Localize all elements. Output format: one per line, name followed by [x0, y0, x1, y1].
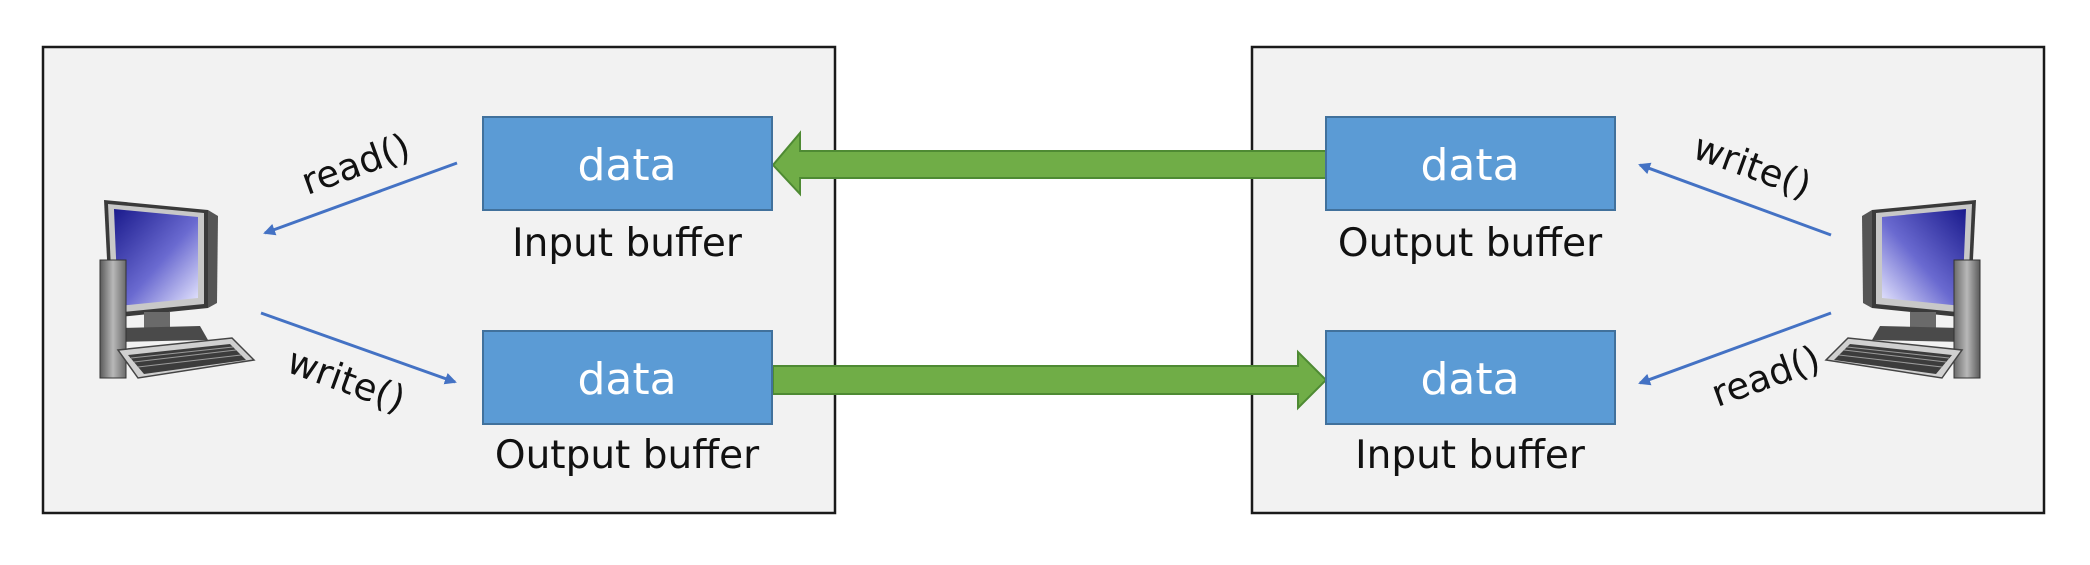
left-input-buffer-data: data — [577, 140, 676, 191]
right-output-buffer-caption: Output buffer — [1338, 221, 1603, 266]
left-input-buffer-caption: Input buffer — [512, 221, 743, 266]
right-input-buffer-caption: Input buffer — [1355, 433, 1586, 478]
left-output-buffer — [482, 330, 773, 425]
pipe-arrow-right-to-left — [771, 130, 1327, 197]
left-output-buffer-data: data — [577, 354, 676, 405]
left-write-arrow — [260, 311, 457, 385]
pipe-arrow-left-to-right — [772, 349, 1328, 411]
left-input-buffer — [482, 116, 773, 211]
right-output-buffer — [1325, 116, 1616, 211]
right-write-arrow — [1638, 162, 1832, 237]
left-output-buffer-caption: Output buffer — [495, 433, 760, 478]
right-output-buffer-data: data — [1420, 140, 1519, 191]
right-read-arrow — [1638, 311, 1832, 386]
left-read-arrow — [263, 161, 458, 236]
right-input-buffer-data: data — [1420, 354, 1519, 405]
right-input-buffer — [1325, 330, 1616, 425]
